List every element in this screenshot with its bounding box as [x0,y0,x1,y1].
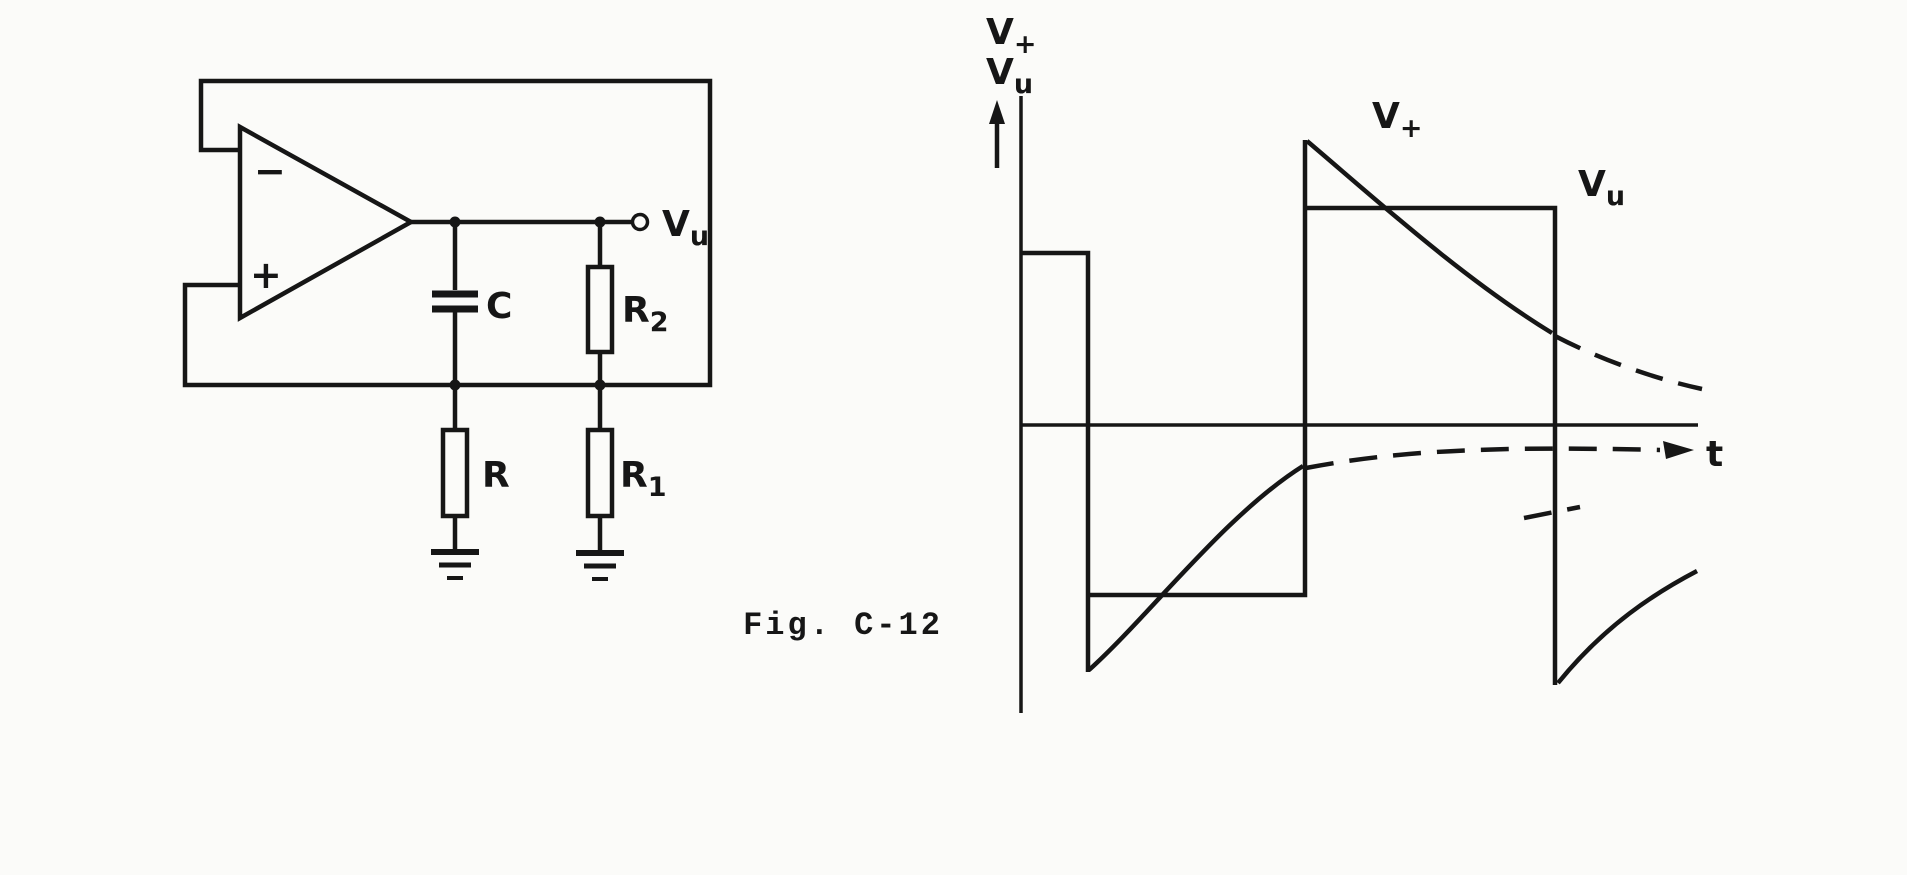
resistor-r2-label: R2 [622,290,669,338]
y-axis-label-vplus: V+ [986,12,1037,60]
resistor-r1-body [585,427,615,519]
vplus-dashed-asymptote-lower [1305,446,1661,471]
figure-caption: Fig. C-12 [743,607,943,644]
astable-opamp-schematic: − + Vu C R R2 [182,78,713,581]
label-main: V [986,12,1014,53]
label-main: V [986,52,1014,93]
label-sub: u [1606,181,1625,212]
vplus-exponential-curves [1087,139,1699,685]
label-sub: u [1014,69,1033,100]
waveform-graph: V+ Vu t V+ Vu [986,12,1723,713]
label-main: V [662,204,690,245]
resistor-r-label: R [482,455,510,496]
opamp-noninverting-input-sign: + [250,253,282,297]
vu-square-wave [1021,140,1558,685]
vplus-dashed-asymptote-upper [1553,334,1703,392]
label-sub: u [690,221,709,252]
y-axis-label-vu: Vu [986,52,1033,100]
opamp-triangle [237,123,416,322]
arrow-head-up-icon [989,100,1005,124]
label-sub: 2 [650,307,669,338]
junction-dot-r2-bottom [594,379,606,391]
label-main: V [1372,96,1400,137]
junction-dot-c-bottom [449,379,461,391]
label-main: V [1578,164,1606,205]
output-terminal [630,212,650,232]
ground-symbol-r1 [576,550,624,581]
feedback-loop-wire [182,78,713,388]
t-axis-arrow-head-icon [1663,441,1694,459]
vplus-curve-label: V+ [1372,96,1423,144]
dashed-stray-mark [1523,504,1581,521]
label-main: R [620,455,648,496]
y-axis-arrow [989,100,1005,168]
resistor-r-body [440,427,470,519]
vu-curve-label: Vu [1578,164,1625,212]
resistor-r1-label: R1 [620,455,667,503]
label-sub: + [1014,29,1037,60]
capacitor-label: C [486,286,512,327]
label-main: R [622,290,650,331]
opamp-inverting-input-sign: − [254,149,286,193]
resistor-r2-body [585,264,615,355]
label-sub: + [1400,113,1423,144]
t-axis-label: t [1706,434,1723,475]
ground-symbol-r [431,549,479,580]
label-sub: 1 [648,472,667,503]
output-voltage-label: Vu [662,204,709,252]
